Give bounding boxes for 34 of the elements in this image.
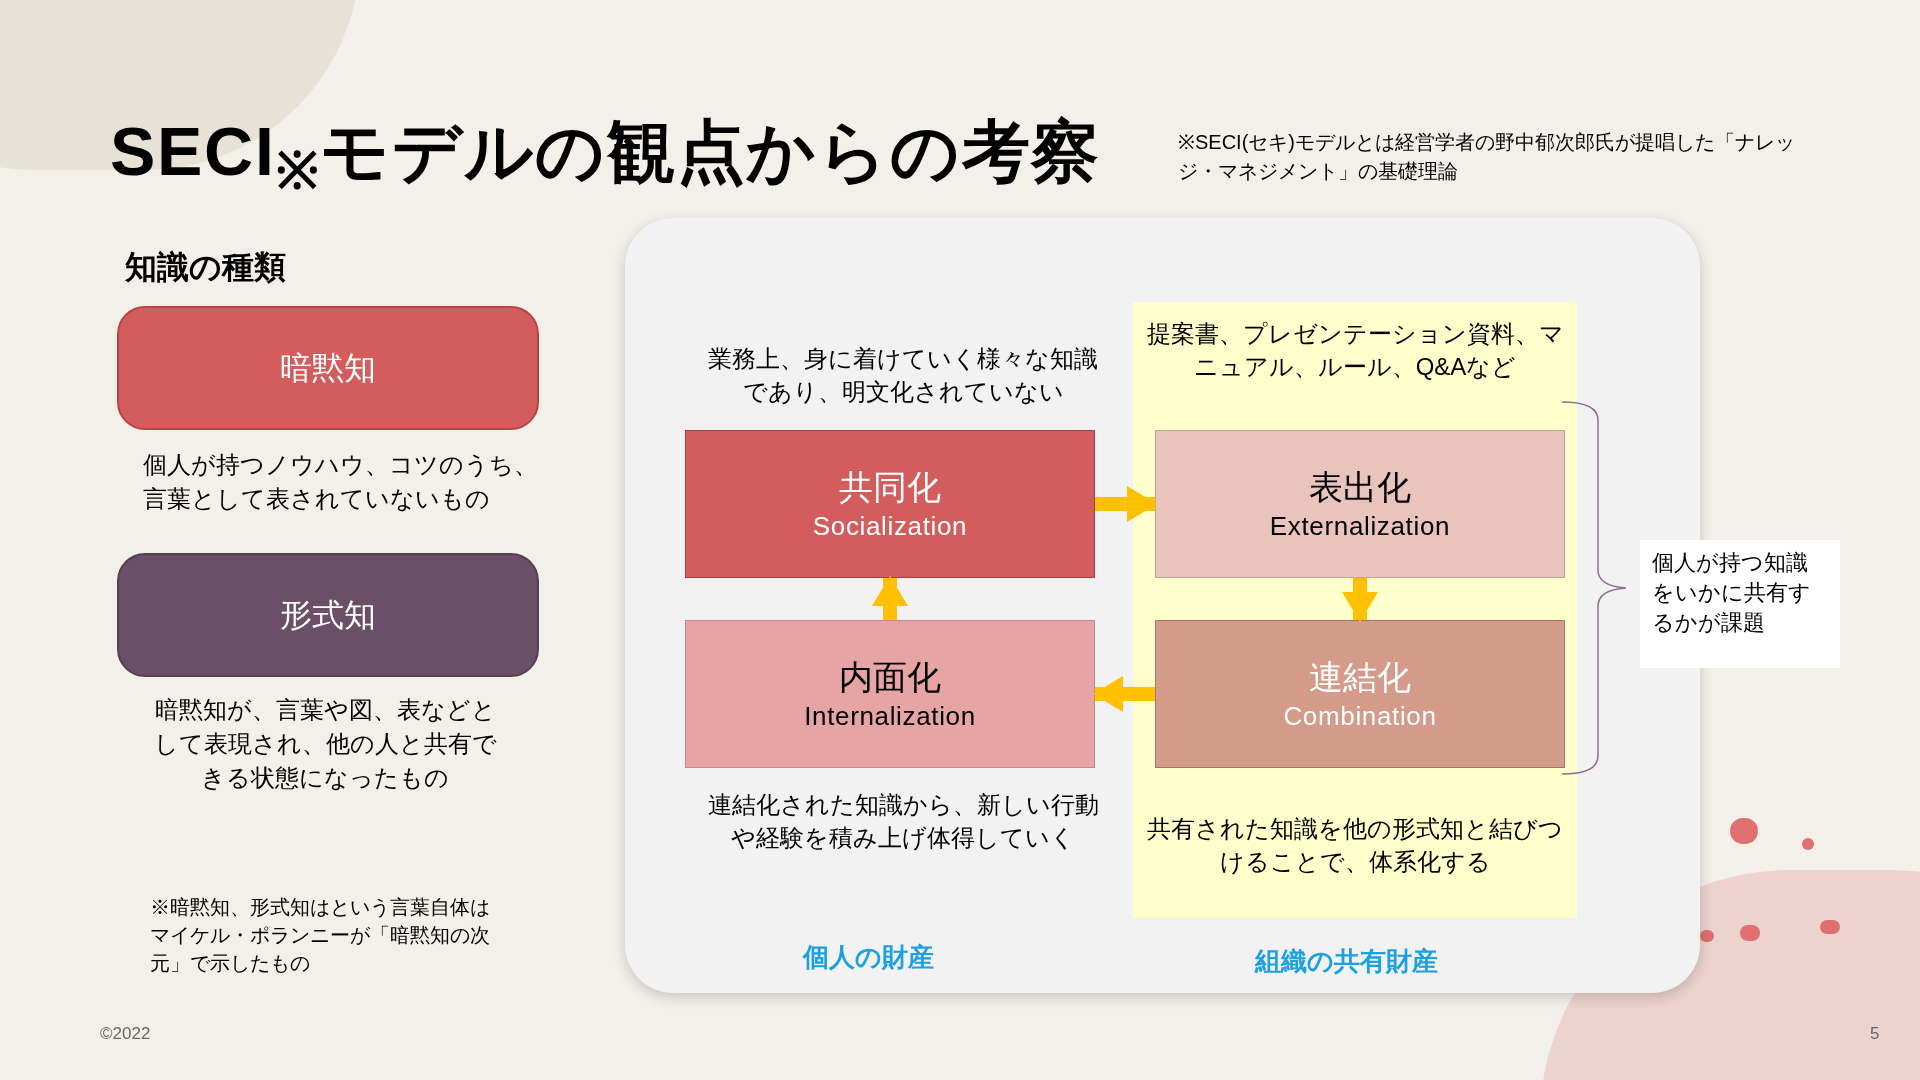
description-text: 共有された知識を他の形式知と結びつけることで、体系化する xyxy=(1146,814,1564,877)
knowledge-type-box: 形式知 xyxy=(117,553,539,677)
page-number: 5 xyxy=(1870,1023,1880,1045)
process-box xyxy=(685,620,1095,768)
description-text: 個人が持つノウハウ、コツのうち、言葉として表されていないもの xyxy=(143,450,539,514)
copyright: ©2022 xyxy=(100,1023,151,1045)
process-box xyxy=(685,430,1095,578)
callout-box: 個人が持つ知識をいかに共有するかが課題 xyxy=(1640,540,1840,668)
arrow xyxy=(872,576,908,620)
description-text: 提案書、プレゼンテーション資料、マニュアル、ルール、Q&Aなど xyxy=(1145,319,1565,382)
arrow xyxy=(1342,578,1378,622)
section-heading: 知識の種類 xyxy=(125,248,286,287)
arrow xyxy=(1093,676,1155,712)
stage-subtitle: Socialization xyxy=(812,510,968,543)
axis-label: 組織の共有財産 xyxy=(1255,945,1438,978)
stage-title: 表出化 xyxy=(1309,467,1411,508)
axis-label: 個人の財産 xyxy=(803,941,934,974)
arrow xyxy=(1095,486,1157,522)
footnote: ※SECI(セキ)モデルとは経営学者の野中郁次郎氏が提唱した「ナレッジ・マネジメント」の基礎理論 xyxy=(1178,130,1796,184)
footnote: ※暗黙知、形式知はという言葉自体はマイケル・ポランニーが「暗黙知の次元」で示したもの xyxy=(150,895,491,976)
stage-title: 連結化 xyxy=(1309,657,1411,698)
process-box xyxy=(1155,620,1565,768)
stage-title: 内面化 xyxy=(839,657,941,698)
description-text: 暗黙知が、言葉や図、表などとして表現され、他の人と共有できる状態になったもの xyxy=(152,695,498,793)
stage-title: 共同化 xyxy=(839,467,941,508)
title: SECI$_{※}$モデルの観点からの考察 xyxy=(110,112,1101,201)
knowledge-type-box: 暗黙知 xyxy=(117,306,539,430)
stage-subtitle: Combination xyxy=(1283,700,1437,733)
description-text: 連結化された知識から、新しい行動や経験を積み上げ体得していく xyxy=(706,790,1100,853)
process-box xyxy=(1155,430,1565,578)
description-text: 業務上、身に着けていく様々な知識であり、明文化されていない xyxy=(707,344,1099,407)
stage-subtitle: Internalization xyxy=(804,700,976,733)
shared-area-band xyxy=(1133,302,1577,918)
stage-subtitle: Externalization xyxy=(1269,510,1451,543)
